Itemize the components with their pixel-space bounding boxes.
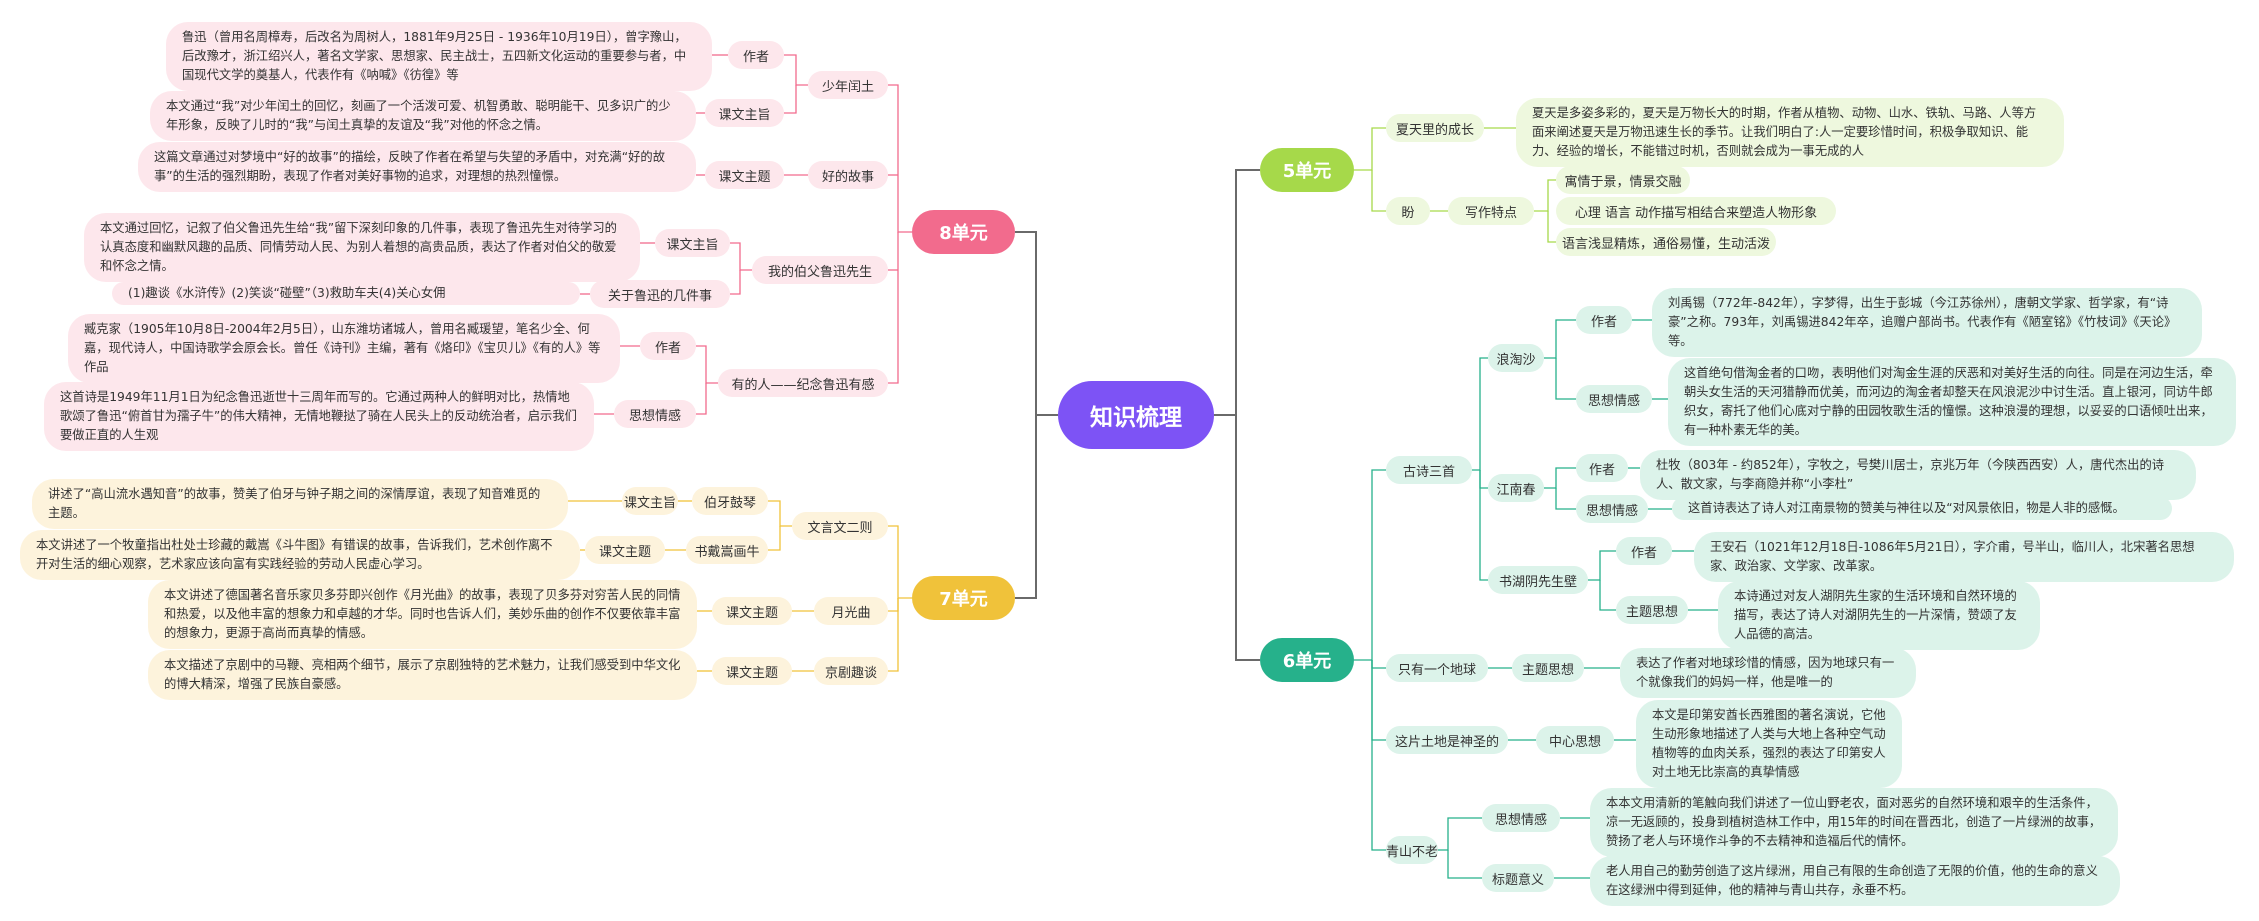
unit-5-node[interactable]: 5单元 bbox=[1260, 148, 1354, 192]
lesson-gushi-sanshou[interactable]: 古诗三首 bbox=[1386, 456, 1472, 484]
tag-author[interactable]: 作者 bbox=[1576, 454, 1628, 482]
tag-author[interactable]: 作者 bbox=[1616, 537, 1672, 565]
text-dumu-bio: 杜牧（803年 - 约852年），字牧之，号樊川居士，京兆万年（今陕西西安）人，… bbox=[1640, 450, 2196, 500]
tag-topic[interactable]: 课文主题 bbox=[712, 657, 792, 685]
root-node[interactable]: 知识梳理 bbox=[1058, 381, 1214, 449]
text-huyin: 本诗通过对友人湖阴先生家的生活环境和自然环境的描写，表达了诗人对湖阴先生的一片深… bbox=[1718, 581, 2040, 650]
lesson-tudi-shensheng[interactable]: 这片土地是神圣的 bbox=[1386, 726, 1508, 754]
lesson-wenyanwen[interactable]: 文言文二则 bbox=[792, 512, 888, 540]
lesson-qingshan-bulao[interactable]: 青山不老 bbox=[1386, 836, 1438, 864]
tag-topic[interactable]: 课文主题 bbox=[585, 536, 665, 564]
tag-sentiment[interactable]: 思想情感 bbox=[1482, 804, 1560, 832]
tag-meaning[interactable]: 标题意义 bbox=[1482, 864, 1554, 892]
text-langtaosha: 这首绝句借淘金者的口吻，表明他们对淘金生涯的厌恶和对美好生活的向往。同是在河边生… bbox=[1668, 358, 2236, 446]
tag-theme[interactable]: 课文主旨 bbox=[622, 487, 678, 515]
lesson-you-de-ren[interactable]: 有的人——纪念鲁迅有感 bbox=[718, 369, 888, 397]
tag-center[interactable]: 中心思想 bbox=[1536, 726, 1614, 754]
tag-author[interactable]: 作者 bbox=[640, 332, 696, 360]
tag-theme[interactable]: 课文主旨 bbox=[705, 99, 784, 127]
text-jiangnanchun: 这首诗表达了诗人对江南景物的赞美与神往以及“对风景依旧，物是人非的感慨。 bbox=[1672, 497, 2172, 520]
text-zangkejia-bio: 臧克家（1905年10月8日-2004年2月5日），山东潍坊诸城人，曾用名臧瑗望… bbox=[68, 314, 620, 383]
lesson-jingju[interactable]: 京剧趣谈 bbox=[814, 657, 888, 685]
poem-shu-huyin[interactable]: 书湖阴先生壁 bbox=[1488, 566, 1588, 594]
tag-author[interactable]: 作者 bbox=[728, 41, 784, 69]
lesson-wode-bofu[interactable]: 我的伯父鲁迅先生 bbox=[752, 256, 888, 284]
poem-jiangnanchun[interactable]: 江南春 bbox=[1488, 474, 1544, 502]
text-bofu-events: (1)趣谈《水浒传》(2)笑谈“碰壁”（3)救助车夫(4)关心女佣 bbox=[112, 282, 580, 305]
lesson-pan[interactable]: 盼 bbox=[1386, 197, 1430, 225]
text-boya: 讲述了“高山流水遇知音”的故事，赞美了伯牙与钟子期之间的深情厚谊，表现了知音难觅… bbox=[32, 479, 568, 529]
unit-7-node[interactable]: 7单元 bbox=[912, 576, 1015, 620]
tag-sentiment[interactable]: 思想情感 bbox=[1576, 495, 1648, 523]
point-1[interactable]: 寓情于景，情景交融 bbox=[1556, 166, 1690, 194]
text-yueguangqu: 本文讲述了德国著名音乐家贝多芬即兴创作《月光曲》的故事，表现了贝多芬对穷苦人民的… bbox=[148, 580, 697, 649]
lesson-yueguangqu[interactable]: 月光曲 bbox=[814, 597, 888, 625]
text-hao-de-gushi: 这篇文章通过对梦境中“好的故事”的描绘，反映了作者在希望与失望的矛盾中，对充满“… bbox=[138, 142, 696, 192]
text-runtu-theme: 本文通过“我”对少年闰土的回忆，刻画了一个活泼可爱、机智勇敢、聪明能干、见多识广… bbox=[150, 91, 696, 141]
text-liuyuxi-bio: 刘禹锡（772年-842年），字梦得，出生于彭城（今江苏徐州），唐朝文学家、哲学… bbox=[1652, 288, 2202, 357]
text-poem-sentiment: 这首诗是1949年11月1日为纪念鲁迅逝世十三周年而写的。它通过两种人的鲜明对比… bbox=[44, 382, 594, 451]
tag-sentiment[interactable]: 思想情感 bbox=[1576, 385, 1652, 413]
lesson-hao-de-gushi[interactable]: 好的故事 bbox=[808, 161, 888, 189]
text-xiatian: 夏天是多姿多彩的，夏天是万物长大的时期，作者从植物、动物、山水、铁轨、马路、人等… bbox=[1516, 98, 2064, 167]
tag-events[interactable]: 关于鲁迅的几件事 bbox=[590, 280, 730, 308]
text-wanganshi-bio: 王安石（1021年12月18日-1086年5月21日），字介甫，号半山，临川人，… bbox=[1694, 532, 2234, 582]
lesson-dai-song-niu[interactable]: 书戴嵩画牛 bbox=[686, 536, 768, 564]
poem-langtaosha[interactable]: 浪淘沙 bbox=[1488, 344, 1544, 372]
tag-style[interactable]: 写作特点 bbox=[1448, 197, 1534, 225]
tag-theme-thought[interactable]: 主题思想 bbox=[1616, 596, 1688, 624]
text-qingshan-meaning: 老人用自己的勤劳创造了这片绿洲，用自己有限的生命创造了无限的价值，他的生命的意义… bbox=[1590, 856, 2120, 906]
tag-theme-thought[interactable]: 主题思想 bbox=[1512, 654, 1584, 682]
lesson-shaonian-runtu[interactable]: 少年闰土 bbox=[808, 71, 888, 99]
text-dai-song-niu: 本文讲述了一个牧童指出杜处士珍藏的戴嵩《斗牛图》有错误的故事，告诉我们，艺术创作… bbox=[20, 530, 580, 580]
text-qingshan: 本本文用清新的笔触向我们讲述了一位山野老农，面对恶劣的自然环境和艰辛的生活条件，… bbox=[1590, 788, 2118, 857]
unit-6-node[interactable]: 6单元 bbox=[1260, 638, 1354, 682]
lesson-boya-guqin[interactable]: 伯牙鼓琴 bbox=[692, 487, 768, 515]
tag-sentiment[interactable]: 思想情感 bbox=[614, 400, 696, 428]
tag-topic[interactable]: 课文主题 bbox=[705, 161, 784, 189]
tag-topic[interactable]: 课文主题 bbox=[712, 597, 792, 625]
lesson-zhiyou-yige-diqiu[interactable]: 只有一个地球 bbox=[1386, 654, 1488, 682]
text-tudi: 本文是印第安酋长西雅图的著名演说，它他生动形象地描述了人类与大地上各种空气动植物… bbox=[1636, 700, 1902, 788]
point-3[interactable]: 语言浅显精炼，通俗易懂，生动活泼 bbox=[1556, 228, 1776, 256]
text-bofu-theme: 本文通过回忆，记叙了伯父鲁迅先生给“我”留下深刻印象的几件事，表现了鲁迅先生对待… bbox=[84, 213, 640, 282]
text-luxun-bio: 鲁迅（曾用名周樟寿，后改名为周树人，1881年9月25日 - 1936年10月1… bbox=[166, 22, 712, 91]
tag-theme[interactable]: 课文主旨 bbox=[655, 229, 730, 257]
unit-8-node[interactable]: 8单元 bbox=[912, 210, 1015, 254]
tag-author[interactable]: 作者 bbox=[1576, 306, 1632, 334]
text-jingju: 本文描述了京剧中的马鞭、亮相两个细节，展示了京剧独特的艺术魅力，让我们感受到中华… bbox=[148, 650, 697, 700]
point-2[interactable]: 心理 语言 动作描写相结合来塑造人物形象 bbox=[1556, 197, 1836, 225]
text-diqiu: 表达了作者对地球珍惜的情感，因为地球只有一个就像我们的妈妈一样，他是唯一的 bbox=[1620, 648, 1916, 698]
lesson-xiatian-chengzhang[interactable]: 夏天里的成长 bbox=[1386, 114, 1484, 142]
